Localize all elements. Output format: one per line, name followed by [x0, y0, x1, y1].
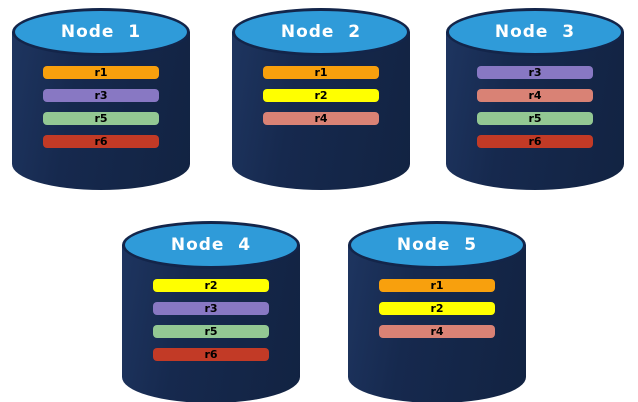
node-title: Node 2 [280, 22, 362, 42]
node-cylinder: Node 2 r1 r2 r4 [232, 8, 410, 190]
replica-bar-r6: r6 [153, 348, 269, 361]
replica-bar-r1: r1 [379, 279, 495, 292]
node-cylinder: Node 3 r3 r4 r5 r6 [446, 8, 624, 190]
replica-bar-r1: r1 [43, 66, 159, 79]
replica-list: r1 r3 r5 r6 [43, 66, 159, 148]
replica-bar-r1: r1 [263, 66, 379, 79]
cylinder-body [122, 245, 300, 402]
replica-bar-r3: r3 [43, 89, 159, 102]
replica-bar-r2: r2 [379, 302, 495, 315]
replica-bar-r3: r3 [153, 302, 269, 315]
replica-list: r3 r4 r5 r6 [477, 66, 593, 148]
replica-bar-r5: r5 [43, 112, 159, 125]
cylinder-top-ellipse: Node 3 [446, 8, 624, 56]
replica-bar-r3: r3 [477, 66, 593, 79]
replica-bar-r6: r6 [43, 135, 159, 148]
replica-bar-r6: r6 [477, 135, 593, 148]
replica-list: r1 r2 r4 [263, 66, 379, 125]
cylinder-body [232, 32, 410, 190]
replica-bar-r5: r5 [477, 112, 593, 125]
cylinder-body [348, 245, 526, 402]
node-cylinder: Node 1 r1 r3 r5 r6 [12, 8, 190, 190]
node-title: Node 4 [170, 235, 252, 255]
node-title: Node 3 [494, 22, 576, 42]
replica-bar-r4: r4 [263, 112, 379, 125]
replica-bar-r4: r4 [477, 89, 593, 102]
cylinder-top-ellipse: Node 1 [12, 8, 190, 56]
cylinder-top-ellipse: Node 4 [122, 221, 300, 269]
cylinder-body [12, 32, 190, 190]
node-cylinder: Node 4 r2 r3 r5 r6 [122, 221, 300, 402]
cylinder-body [446, 32, 624, 190]
node-title: Node 1 [60, 22, 142, 42]
replica-list: r2 r3 r5 r6 [153, 279, 269, 361]
replica-bar-r2: r2 [263, 89, 379, 102]
node-title: Node 5 [396, 235, 478, 255]
replica-bar-r4: r4 [379, 325, 495, 338]
node-cylinder: Node 5 r1 r2 r4 [348, 221, 526, 402]
replica-bar-r2: r2 [153, 279, 269, 292]
replica-bar-r5: r5 [153, 325, 269, 338]
cylinder-top-ellipse: Node 5 [348, 221, 526, 269]
cylinder-top-ellipse: Node 2 [232, 8, 410, 56]
replica-list: r1 r2 r4 [379, 279, 495, 338]
